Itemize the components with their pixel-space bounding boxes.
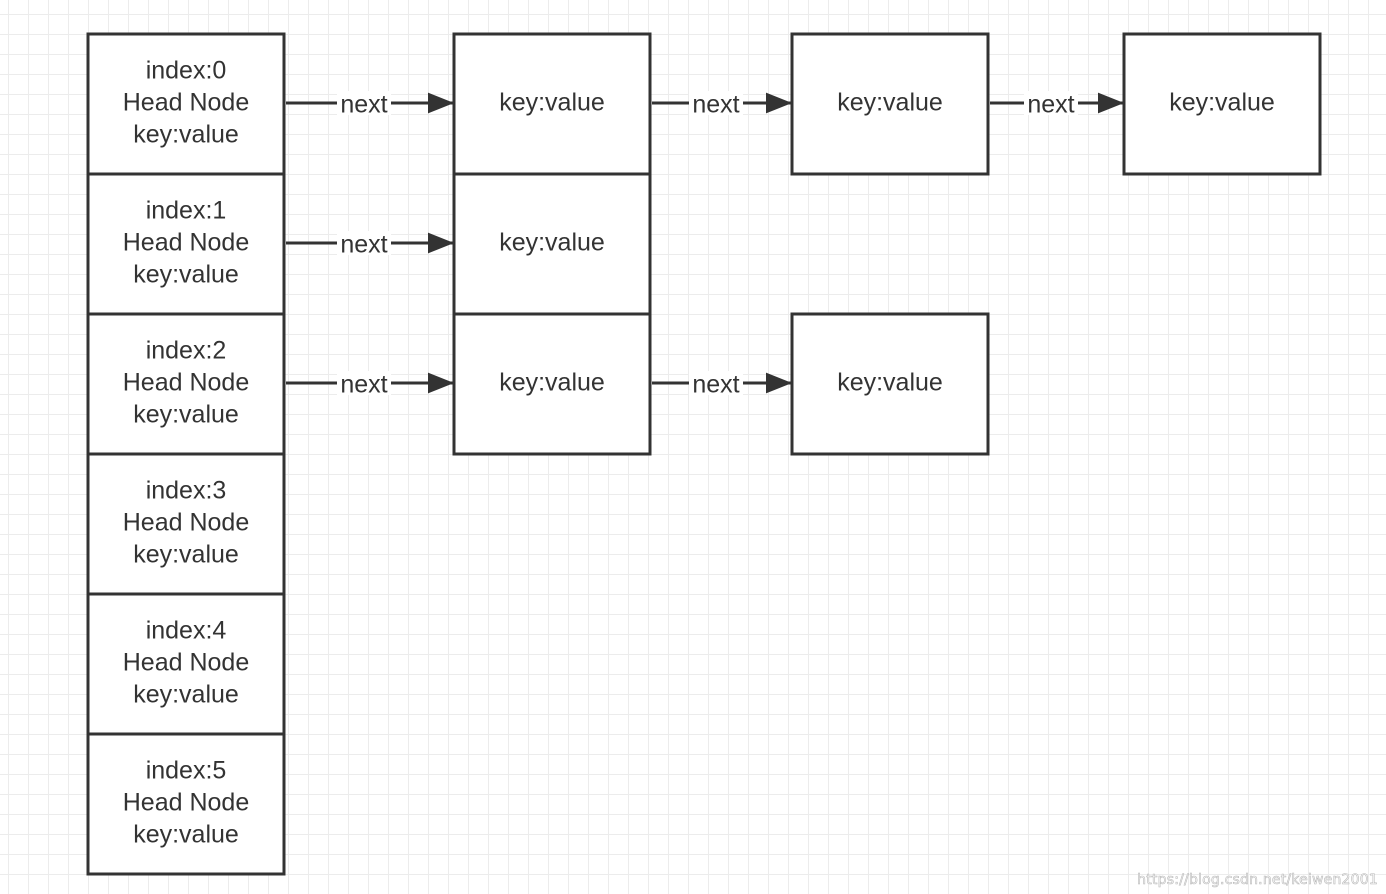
bucket-box <box>86 172 286 316</box>
list-node-box <box>452 32 652 176</box>
next-label-background <box>1024 91 1078 115</box>
next-label-background <box>337 231 391 255</box>
chain-bucket-1: key:value <box>452 172 652 316</box>
next-edge-bucket-0-to-node-0: next <box>286 91 454 119</box>
bucket-index-label: index:3 <box>146 477 227 505</box>
bucket-head-node-label: Head Node <box>123 369 249 397</box>
list-node-box <box>790 312 990 456</box>
list-node-box <box>790 32 990 176</box>
list-node-key-value: key:value <box>499 229 605 257</box>
list-node-key-value: key:value <box>499 369 605 397</box>
next-label: next <box>692 371 739 399</box>
watermark: https://blog.csdn.net/keiwen2001 <box>1137 872 1378 889</box>
bucket-box <box>86 592 286 736</box>
bucket-box <box>86 732 286 876</box>
bucket-index-label: index:0 <box>146 57 227 85</box>
bucket-index-label: index:1 <box>146 197 227 225</box>
bucket-key-value-label: key:value <box>133 681 239 709</box>
chain-bucket-0: key:value key:value key:value <box>452 32 1322 176</box>
next-label: next <box>692 91 739 119</box>
next-pointer-edges: next next next next next next <box>286 91 1124 399</box>
chain-bucket-2: key:value key:value <box>452 312 990 456</box>
bucket-key-value-label: key:value <box>133 261 239 289</box>
next-label-background <box>337 91 391 115</box>
next-edge-bucket-0-to-node-2: next <box>990 91 1124 119</box>
bucket-key-value-label: key:value <box>133 541 239 569</box>
next-label-background <box>689 371 743 395</box>
next-edge-bucket-0-to-node-1: next <box>652 91 792 119</box>
next-edge-bucket-2-to-node-1: next <box>652 371 792 399</box>
list-node-box <box>452 312 652 456</box>
bucket-head-node-label: Head Node <box>123 229 249 257</box>
next-edge-bucket-2-to-node-0: next <box>286 371 454 399</box>
bucket-index-label: index:5 <box>146 757 227 785</box>
bucket-head-node-label: Head Node <box>123 789 249 817</box>
list-node-key-value: key:value <box>499 89 605 117</box>
bucket-head-node-label: Head Node <box>123 509 249 537</box>
next-label: next <box>340 231 387 259</box>
bucket-key-value-label: key:value <box>133 401 239 429</box>
bucket-box <box>86 452 286 596</box>
bucket-index-label: index:4 <box>146 617 227 645</box>
list-node-key-value: key:value <box>837 89 943 117</box>
next-label: next <box>1027 91 1074 119</box>
bucket-key-value-label: key:value <box>133 821 239 849</box>
bucket-box <box>86 312 286 456</box>
next-label-background <box>337 371 391 395</box>
list-node-key-value: key:value <box>837 369 943 397</box>
next-label-background <box>689 91 743 115</box>
bucket-index-label: index:2 <box>146 337 227 365</box>
bucket-head-node-label: Head Node <box>123 649 249 677</box>
next-label: next <box>340 91 387 119</box>
bucket-box <box>86 32 286 176</box>
list-node-box <box>452 172 652 316</box>
next-edge-bucket-1-to-node-0: next <box>286 231 454 259</box>
list-node-key-value: key:value <box>1169 89 1275 117</box>
bucket-key-value-label: key:value <box>133 121 239 149</box>
list-node-box <box>1122 32 1322 176</box>
next-label: next <box>340 371 387 399</box>
bucket-head-node-label: Head Node <box>123 89 249 117</box>
